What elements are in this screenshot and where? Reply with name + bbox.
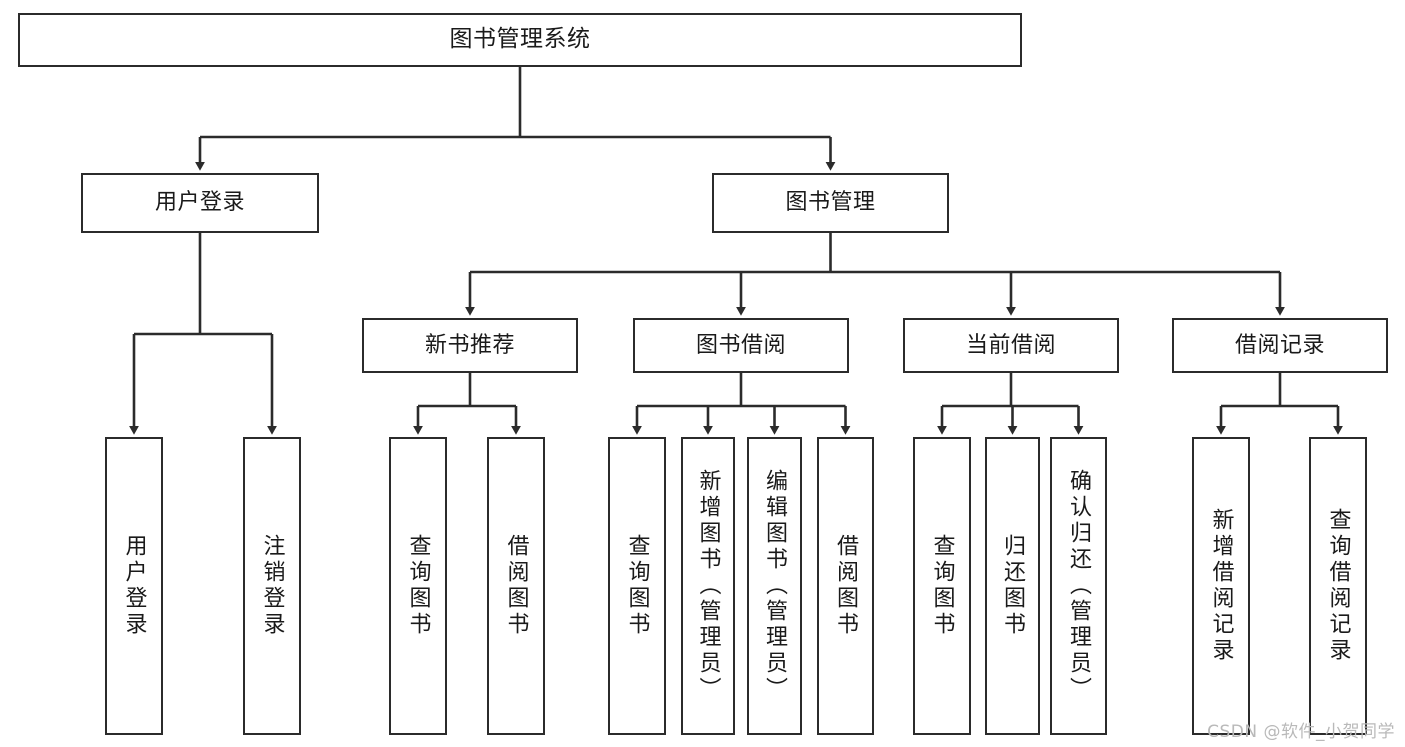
node-book-manage[interactable]: 图书管理 — [712, 173, 949, 233]
node-label: 查询图书 — [929, 534, 955, 638]
node-label: 查询借阅记录 — [1325, 508, 1351, 664]
node-label: 借阅图书 — [503, 534, 529, 638]
node-leaf-lr-query[interactable]: 查询借阅记录 — [1309, 437, 1367, 735]
node-new-book-rec[interactable]: 新书推荐 — [362, 318, 578, 373]
node-label: 编辑图书（管理员） — [762, 469, 788, 703]
node-label: 图书管理 — [785, 190, 876, 216]
node-label: 借阅记录 — [1234, 332, 1325, 358]
node-label: 新书推荐 — [424, 332, 515, 358]
node-label: 查询图书 — [405, 534, 431, 638]
node-label: 用户登录 — [154, 190, 245, 216]
watermark-text: CSDN @软件_小贺同学 — [1207, 722, 1395, 742]
node-leaf-bb-query[interactable]: 查询图书 — [608, 437, 666, 735]
node-leaf-user-login[interactable]: 用户登录 — [105, 437, 163, 735]
node-label: 确认归还（管理员） — [1066, 469, 1092, 703]
node-label: 归还图书 — [1000, 534, 1026, 638]
node-label: 新增图书（管理员） — [695, 469, 721, 703]
node-leaf-bb-borrow[interactable]: 借阅图书 — [817, 437, 874, 735]
node-leaf-cl-query[interactable]: 查询图书 — [913, 437, 971, 735]
node-leaf-rec-borrow[interactable]: 借阅图书 — [487, 437, 545, 735]
node-label: 用户登录 — [121, 534, 147, 638]
node-user-login[interactable]: 用户登录 — [81, 173, 319, 233]
node-loan-record[interactable]: 借阅记录 — [1172, 318, 1388, 373]
node-root[interactable]: 图书管理系统 — [18, 13, 1022, 67]
node-leaf-user-logout[interactable]: 注销登录 — [243, 437, 301, 735]
node-label: 查询图书 — [624, 534, 650, 638]
node-leaf-cl-confirm[interactable]: 确认归还（管理员） — [1050, 437, 1107, 735]
node-label: 图书管理系统 — [449, 26, 591, 53]
node-label: 借阅图书 — [833, 534, 859, 638]
node-leaf-lr-add[interactable]: 新增借阅记录 — [1192, 437, 1250, 735]
node-label: 当前借阅 — [965, 332, 1056, 358]
node-label: 图书借阅 — [695, 332, 786, 358]
node-label: 注销登录 — [259, 534, 285, 638]
node-leaf-cl-return[interactable]: 归还图书 — [985, 437, 1040, 735]
node-leaf-bb-add[interactable]: 新增图书（管理员） — [681, 437, 735, 735]
node-book-borrow[interactable]: 图书借阅 — [633, 318, 849, 373]
node-leaf-bb-edit[interactable]: 编辑图书（管理员） — [747, 437, 802, 735]
node-current-loan[interactable]: 当前借阅 — [903, 318, 1119, 373]
node-leaf-rec-query[interactable]: 查询图书 — [389, 437, 447, 735]
node-label: 新增借阅记录 — [1208, 508, 1234, 664]
